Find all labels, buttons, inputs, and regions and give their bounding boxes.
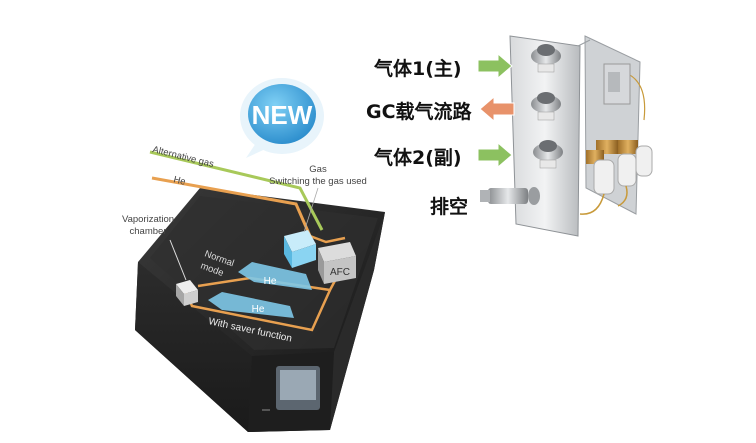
flow-he-label-1: He (264, 276, 277, 287)
label-exhaust: 排空 (430, 196, 469, 218)
label-gc-carrier-path: GC载气流路 (366, 101, 472, 123)
arrow-gc-path (479, 95, 515, 123)
valve-knob-2 (531, 92, 561, 121)
afc-unit: AFC (318, 242, 356, 284)
exhaust-fitting (480, 187, 540, 205)
vaporization-chamber (169, 239, 198, 306)
arrow-gas1 (477, 52, 513, 80)
switching-gas-label: Switching the gas used (269, 176, 367, 187)
vaporization-label: Vaporization (122, 214, 174, 225)
flow-he-label-2: He (252, 304, 265, 315)
gc-instrument: AFC He He Alternative gas He Gas Switchi… (122, 144, 385, 432)
afc-label: AFC (330, 267, 350, 278)
valve-knob-3 (533, 140, 563, 169)
valve-knob-1 (531, 44, 561, 73)
label-gas1: 气体1(主) (374, 58, 462, 80)
gas-switching-valve (284, 230, 316, 268)
new-badge: NEW (240, 78, 324, 158)
alternative-gas-line (149, 150, 324, 231)
chamber-label: chamber (130, 226, 167, 237)
normal-mode-flow-arrow: He (238, 262, 312, 290)
saver-mode-flow-arrow: He (208, 292, 294, 318)
gas-label: Gas (309, 164, 327, 175)
alternative-gas-label: Alternative gas (151, 144, 215, 170)
label-gas2: 气体2(副) (374, 147, 462, 169)
new-badge-text: NEW (252, 100, 313, 130)
he-line (151, 176, 312, 237)
he-label: He (172, 174, 186, 188)
gas-manifold (480, 35, 653, 237)
arrow-gas2 (477, 141, 513, 169)
